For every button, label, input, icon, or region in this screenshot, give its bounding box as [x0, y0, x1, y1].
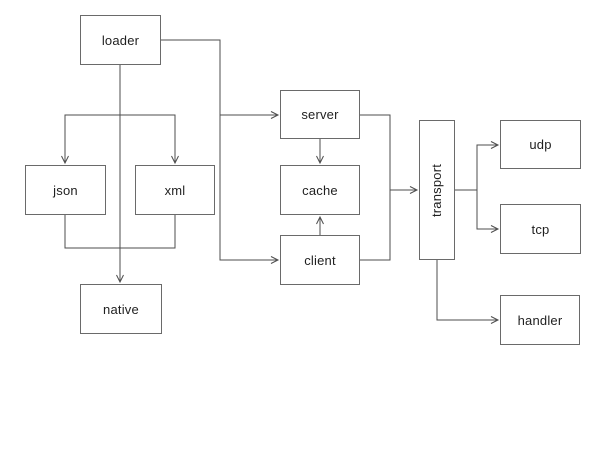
edge-loader-xml — [120, 114, 179, 165]
edge-server-merge — [360, 114, 391, 190]
node-udp-label: udp — [529, 137, 552, 152]
node-xml[interactable]: xml — [135, 165, 215, 215]
node-cache-label: cache — [302, 182, 338, 198]
node-handler[interactable]: handler — [500, 295, 580, 345]
node-loader-label: loader — [101, 32, 140, 48]
node-transport[interactable]: transport — [419, 120, 455, 260]
node-json[interactable]: json — [25, 165, 106, 215]
node-client-label: client — [304, 252, 336, 268]
edge-transport-tcp — [476, 190, 500, 233]
edge-loader-server — [161, 39, 280, 119]
node-client[interactable]: client — [280, 235, 360, 285]
edge-json-xml — [64, 215, 176, 249]
edge-transport-udp — [476, 141, 500, 190]
node-tcp[interactable]: tcp — [500, 204, 581, 254]
edge-client-merge — [360, 190, 391, 261]
node-json-label: json — [53, 182, 78, 198]
node-handler-label: handler — [517, 312, 563, 328]
node-loader[interactable]: loader — [80, 15, 161, 65]
edge-loader-json — [61, 114, 120, 165]
node-udp[interactable]: udp — [500, 120, 581, 169]
node-tcp-label: tcp — [531, 221, 550, 237]
node-xml-label: xml — [164, 182, 186, 198]
node-server[interactable]: server — [280, 90, 360, 139]
node-cache[interactable]: cache — [280, 165, 360, 215]
node-transport-label: transport — [429, 163, 445, 217]
edge-transport-handler — [436, 260, 500, 324]
node-native-label: native — [103, 301, 139, 317]
node-server-label: server — [301, 107, 339, 122]
edge-loader-client — [219, 115, 280, 264]
node-native[interactable]: native — [80, 284, 162, 334]
